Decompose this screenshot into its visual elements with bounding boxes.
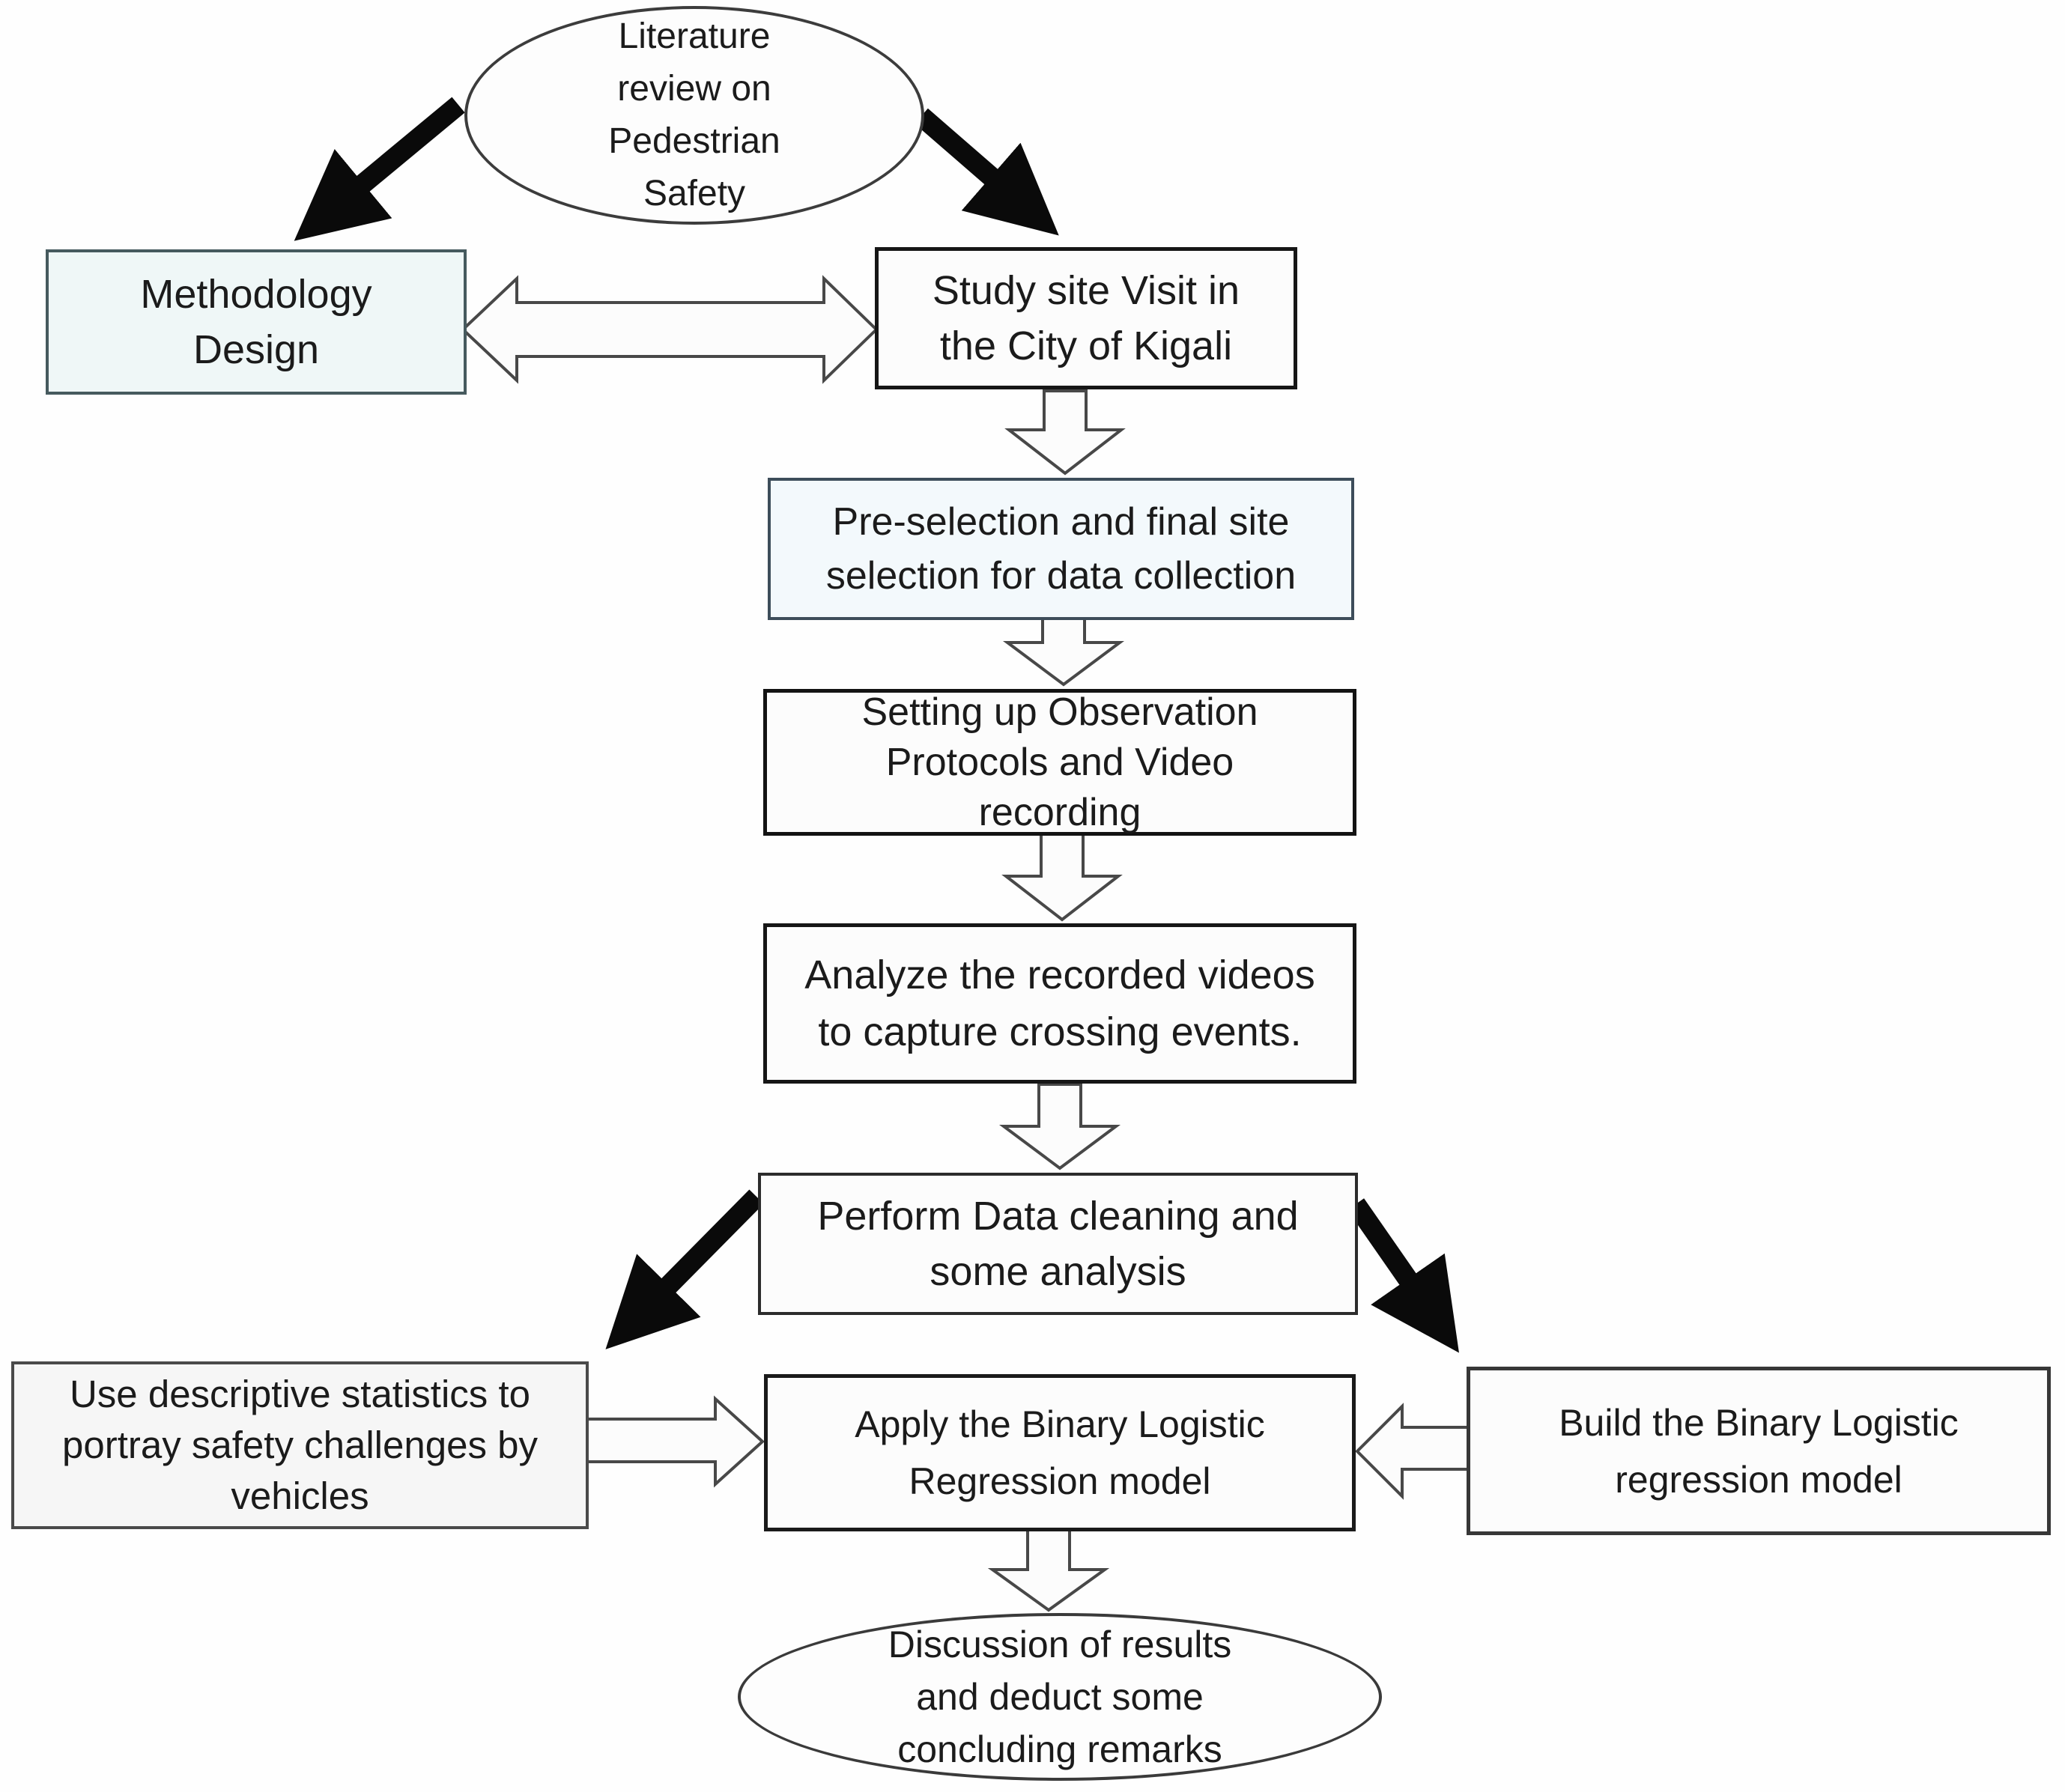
arrow-perform-to-build-model (1347, 1198, 1459, 1353)
node-analyze-videos-label: Analyze the recorded videos to capture c… (804, 953, 1315, 1054)
node-descriptive-statistics: Use descriptive statistics to portray sa… (11, 1361, 589, 1529)
node-observation-protocols: Setting up Observation Protocols and Vid… (763, 689, 1356, 836)
node-descriptive-statistics-label: Use descriptive statistics to portray sa… (61, 1373, 538, 1517)
node-study-site-visit-label: Study site Visit in the City of Kigali (932, 268, 1240, 368)
node-site-selection-label: Pre-selection and final site selection f… (825, 500, 1297, 598)
node-build-regression-model-label: Build the Binary Logistic regression mod… (1559, 1401, 1959, 1501)
arrow-literature-to-methodology (294, 97, 465, 241)
arrow-build-model-to-apply-model (1355, 1403, 1471, 1500)
node-data-cleaning-label: Perform Data cleaning and some analysis (817, 1194, 1299, 1294)
node-discussion-results-label: Discussion of results and deduct some co… (888, 1624, 1232, 1770)
arrow-methodology-study-site-double (461, 275, 879, 384)
node-site-selection: Pre-selection and final site selection f… (768, 478, 1354, 620)
node-data-cleaning: Perform Data cleaning and some analysis (758, 1173, 1358, 1315)
node-literature-review: Literature review on Pedestrian Safety (464, 6, 924, 225)
arrow-preselection-to-setting-up (1002, 616, 1125, 687)
node-discussion-results: Discussion of results and deduct some co… (738, 1613, 1382, 1781)
arrow-literature-to-study-site (915, 108, 1059, 236)
node-methodology-design: Methodology Design (46, 249, 467, 395)
arrow-perform-to-use-descriptive (605, 1189, 764, 1349)
node-observation-protocols-label: Setting up Observation Protocols and Vid… (861, 690, 1258, 834)
node-study-site-visit: Study site Visit in the City of Kigali (875, 247, 1297, 389)
arrow-setting-up-to-analyze (1001, 830, 1123, 922)
arrow-study-site-to-preselection (1004, 389, 1126, 476)
arrow-analyze-to-perform (998, 1083, 1121, 1170)
arrow-use-descriptive-to-apply-model (585, 1395, 765, 1488)
arrow-apply-model-to-discussion (987, 1528, 1110, 1612)
node-build-regression-model: Build the Binary Logistic regression mod… (1467, 1367, 2051, 1535)
node-analyze-videos: Analyze the recorded videos to capture c… (763, 923, 1356, 1084)
node-methodology-design-label: Methodology Design (140, 272, 372, 372)
node-literature-review-label: Literature review on Pedestrian Safety (608, 16, 780, 213)
node-apply-regression-model-label: Apply the Binary Logistic Regression mod… (855, 1403, 1265, 1502)
node-apply-regression-model: Apply the Binary Logistic Regression mod… (764, 1374, 1356, 1531)
